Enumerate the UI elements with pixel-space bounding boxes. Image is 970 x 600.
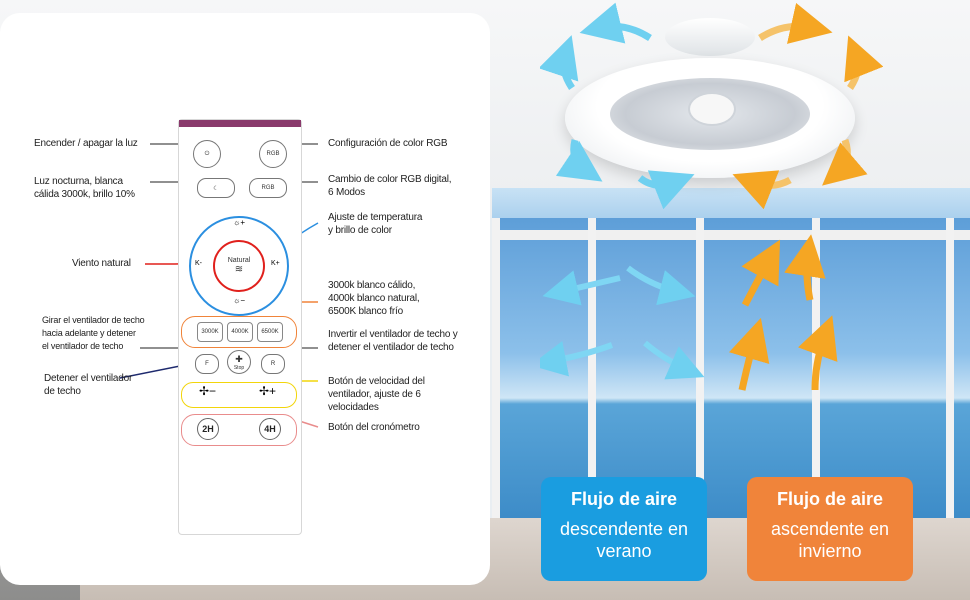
summer-tag-line2: verano	[596, 541, 652, 561]
fan-speed-group	[181, 382, 297, 408]
night-light-button[interactable]: ☾	[197, 178, 235, 198]
rgb-mode-button[interactable]: RGB	[249, 178, 287, 198]
light-power-button[interactable]: ⏻	[193, 140, 221, 168]
remote-control: ⏻ RGB ☾ RGB Natural ≋ ☼+ ☼− K- K+ 3000K …	[178, 119, 302, 535]
forward-button[interactable]: F	[195, 354, 219, 374]
label-luz-nocturna: Luz nocturna, blanca cálida 3000k, brill…	[34, 176, 135, 200]
label-detener: Detener el ventilador de techo	[44, 373, 133, 397]
label-invertir: Invertir el ventilador de techo y detene…	[328, 329, 458, 353]
window-mullion	[588, 218, 596, 518]
fan-stop-icon: ✚	[235, 353, 243, 364]
k-plus-button[interactable]: K+	[271, 260, 280, 267]
fan-speed-up-icon[interactable]: ✢+	[259, 384, 277, 398]
arrow-blue-icon	[542, 270, 621, 306]
arrow-blue-icon	[540, 35, 579, 90]
k4000-button[interactable]: 4000K	[227, 322, 253, 342]
label-encender: Encender / apagar la luz	[34, 138, 138, 149]
k4000-label: 4000K	[231, 329, 249, 335]
rgb-config-button[interactable]: RGB	[259, 140, 287, 168]
temperature-brightness-dial[interactable]	[189, 216, 289, 316]
remote-info-panel: ⏻ RGB ☾ RGB Natural ≋ ☼+ ☼− K- K+ 3000K …	[0, 13, 490, 585]
arrow-orange-icon	[798, 315, 838, 391]
airflow-arrows	[540, 2, 884, 391]
remote-top-strip	[179, 120, 301, 127]
summer-airflow-tag: Flujo de aire descendente en verano	[541, 477, 707, 581]
arrow-orange-icon	[844, 35, 884, 90]
label-ajuste-temp: Ajuste de temperatura y brillo de color	[328, 212, 423, 236]
label-cronometro: Botón del cronómetro	[328, 422, 420, 433]
arrow-orange-icon	[741, 239, 781, 307]
label-cambio-rgb: Cambio de color RGB digital, 6 Modos	[328, 174, 452, 198]
stop-label: Stop	[233, 364, 245, 371]
fan-mount	[665, 18, 755, 56]
arrow-blue-icon	[626, 265, 696, 306]
label-viento-natural: Viento natural	[72, 258, 131, 269]
arrow-orange-icon	[758, 2, 833, 44]
reverse-button[interactable]: R	[261, 354, 285, 374]
ceiling-fan-hub	[688, 92, 736, 126]
timer-group	[181, 414, 297, 446]
arrow-orange-icon	[822, 138, 868, 186]
winter-tag-line1: ascendente en	[770, 519, 890, 539]
summer-tag-title: Flujo de aire	[570, 489, 678, 509]
arrow-orange-icon	[728, 317, 770, 391]
summer-tag-line1: descendente en	[559, 519, 689, 539]
natural-label: Natural	[227, 257, 251, 264]
timer-4h-label: 4H	[264, 424, 276, 434]
timer-4h-button[interactable]: 4H	[259, 418, 281, 440]
natural-wind-button[interactable]: Natural ≋	[213, 240, 265, 292]
fan-speed-down-icon[interactable]: ✢−	[199, 384, 217, 398]
timer-2h-button[interactable]: 2H	[197, 418, 219, 440]
k6500-label: 6500K	[261, 329, 279, 335]
arrow-blue-icon	[579, 2, 652, 44]
arrow-blue-icon	[643, 340, 705, 380]
window-mullion	[946, 218, 954, 518]
timer-2h-label: 2H	[202, 424, 214, 434]
rgb-mode-label: RGB	[261, 185, 275, 191]
k6500-button[interactable]: 6500K	[257, 322, 283, 342]
winter-airflow-tag: Flujo de aire ascendente en invierno	[747, 477, 913, 581]
brightness-down-icon[interactable]: ☼−	[233, 296, 246, 305]
winter-tag-title: Flujo de aire	[776, 489, 884, 509]
window-sea-view	[492, 218, 970, 518]
arrow-blue-icon	[555, 139, 603, 182]
wind-icon: ≋	[234, 264, 244, 275]
label-velocidad: Botón de velocidad del ventilador, ajust…	[328, 376, 425, 413]
arrow-blue-icon	[540, 340, 614, 377]
rgb-button-label: RGB	[266, 151, 280, 157]
arrow-orange-icon	[784, 234, 826, 301]
forward-label: F	[205, 361, 209, 367]
k-minus-button[interactable]: K-	[195, 260, 202, 267]
stop-button[interactable]: ✚ Stop	[227, 350, 251, 374]
label-config-rgb: Configuración de color RGB	[328, 138, 448, 149]
winter-tag-line2: invierno	[798, 541, 862, 561]
k3000-button[interactable]: 3000K	[197, 322, 223, 342]
k3000-label: 3000K	[201, 329, 219, 335]
arrow-orange-icon	[732, 170, 792, 210]
moon-icon: ☾	[213, 185, 219, 192]
reverse-label: R	[270, 361, 276, 367]
label-tonos: 3000k blanco cálido, 4000k blanco natura…	[328, 280, 420, 317]
arrow-blue-icon	[637, 170, 695, 210]
label-girar: Girar el ventilador de techo hacia adela…	[42, 315, 145, 351]
window-transom	[492, 230, 970, 240]
window-mullion	[492, 218, 500, 518]
power-icon: ⏻	[204, 150, 210, 157]
color-temperature-group	[181, 316, 297, 348]
brightness-up-icon[interactable]: ☼+	[233, 218, 246, 227]
